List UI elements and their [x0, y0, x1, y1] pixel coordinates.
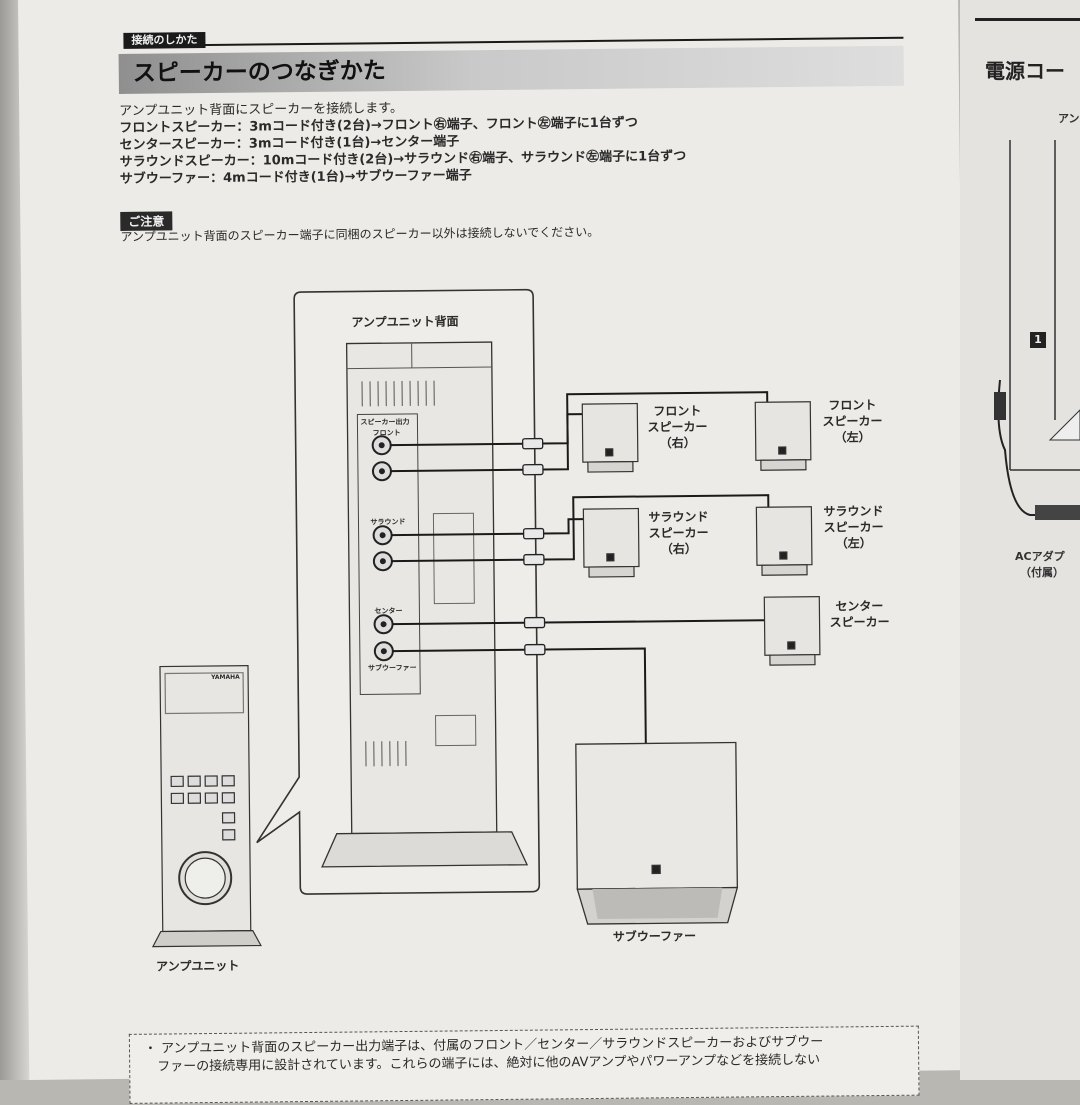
manual-page: 接続のしかた スピーカーのつなぎかた アンプユニット背面にスピーカーを接続します…: [18, 0, 969, 1080]
front-left-jack: [373, 462, 391, 480]
amp-unit-label: アンプユニット: [156, 958, 239, 975]
label-line: フロント: [822, 397, 882, 414]
cable-front-left: [391, 470, 523, 471]
subwoofer-label: サブウーファー: [613, 928, 696, 945]
cable-surround-right: [392, 534, 524, 535]
right-page-title: 電源コー: [985, 55, 1065, 84]
label-line: （右）: [648, 435, 708, 452]
surround-left-jack: [374, 552, 392, 570]
front-right-jack: [373, 436, 391, 454]
surround-left-label: サラウンド スピーカー （左）: [823, 503, 884, 552]
center-speaker: [764, 597, 820, 666]
subwoofer: [576, 743, 738, 925]
front-left-label: フロント スピーカー （左）: [822, 397, 883, 446]
amp-unit-front: [150, 666, 261, 947]
center-jack-label: センター: [374, 607, 402, 616]
cable-subwoofer: [393, 650, 525, 651]
label-line: サラウンド: [823, 503, 883, 520]
label-line: （右）: [649, 541, 709, 558]
label-line: （左）: [824, 535, 884, 552]
rear-panel-stand: [322, 832, 527, 867]
front-left-speaker: [755, 402, 811, 471]
label-line: スピーカー: [649, 525, 709, 542]
front-right-label: フロント スピーカー （右）: [647, 403, 708, 452]
center-jack: [374, 615, 392, 633]
cable-center: [393, 623, 525, 624]
cable-front-right: [391, 444, 523, 445]
surround-jack-label: サラウンド: [370, 518, 405, 527]
cable-surround-left: [392, 560, 524, 561]
right-page-rule: [975, 18, 1080, 39]
surround-right-label: サラウンド スピーカー （右）: [648, 509, 709, 558]
front-jack-label: フロント: [373, 429, 401, 438]
label-line: スピーカー: [829, 614, 889, 631]
speaker-out-label: スピーカー出力: [360, 418, 409, 428]
ac-adapter-diagram: [990, 130, 1080, 590]
note-box: ・ アンプユニット背面のスピーカー出力端子は、付属のフロント／センター／サラウン…: [129, 1026, 920, 1104]
label-line: センター: [829, 598, 889, 615]
ac-adapter-label: ACアダプ: [1015, 548, 1065, 564]
label-line: フロント: [647, 403, 707, 420]
label-line: スピーカー: [822, 413, 882, 430]
surround-right-speaker: [583, 509, 639, 578]
surround-left-speaker: [756, 507, 812, 576]
brand-logo: YAMAHA: [211, 674, 240, 681]
subwoofer-jack: [375, 642, 393, 660]
right-page-amp-label: アン: [1058, 110, 1080, 126]
subwoofer-jack-label: サブウーファー: [368, 664, 417, 674]
label-line: サラウンド: [648, 509, 708, 526]
front-right-speaker: [582, 404, 638, 473]
surround-right-jack: [374, 526, 392, 544]
label-line: スピーカー: [647, 419, 707, 436]
label-line: （左）: [823, 429, 883, 446]
center-label: センター スピーカー: [829, 598, 889, 631]
label-line: スピーカー: [823, 519, 883, 536]
ac-adapter-included: （付属）: [1020, 564, 1064, 580]
rear-panel-title: アンプユニット背面: [351, 313, 458, 330]
